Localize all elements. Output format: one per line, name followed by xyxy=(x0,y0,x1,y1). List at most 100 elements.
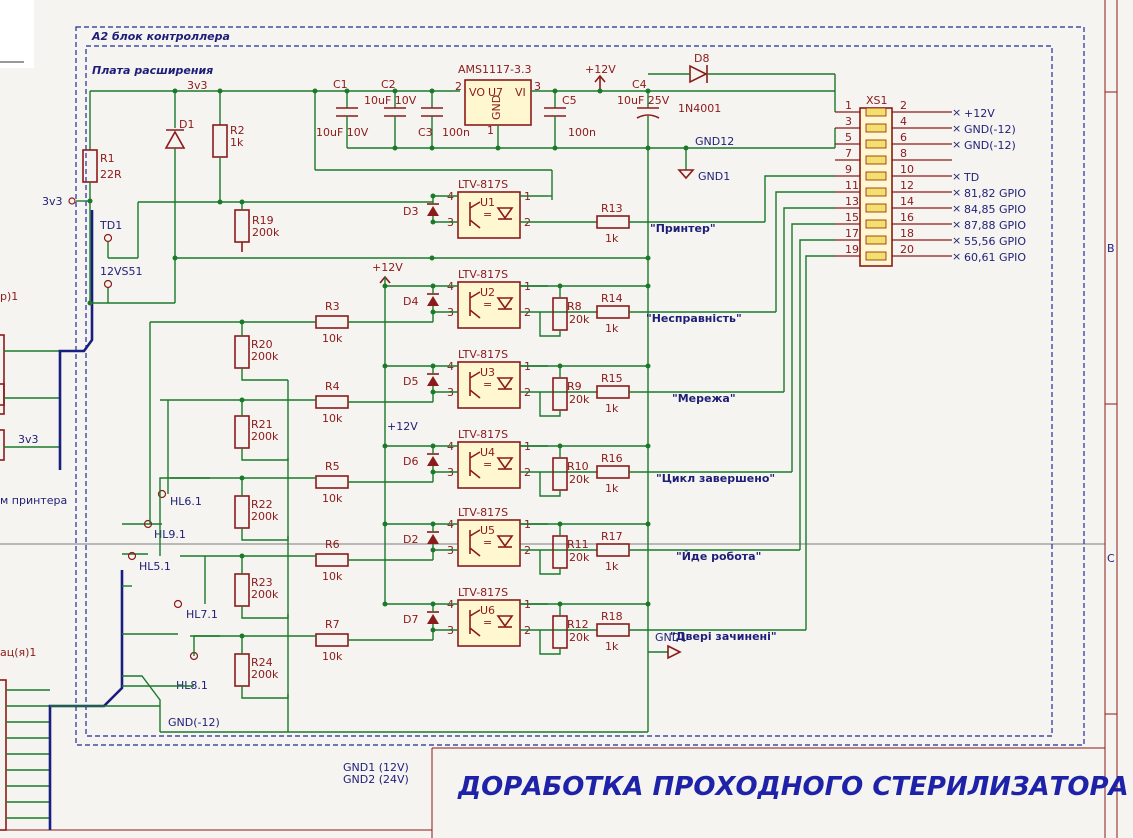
svg-text:C1: C1 xyxy=(333,78,348,91)
xs1-signal-label: +12V xyxy=(964,107,995,120)
opto-value: LTV-817S xyxy=(458,268,508,281)
no-connect-mark: × xyxy=(952,234,961,247)
opto-rpd-ref: R11 xyxy=(567,538,589,551)
opto-value: LTV-817S xyxy=(458,586,508,599)
block-frame-expansion xyxy=(85,45,1053,737)
opto-in-resistor xyxy=(315,315,349,329)
regulator-u7: AMS1117-3.3 VO U7 VI 2 3 1 GND xyxy=(455,63,835,148)
xs1-pin-left: 5 xyxy=(845,131,852,144)
svg-text:D1: D1 xyxy=(179,118,194,131)
testpoint-label: HL5.1 xyxy=(139,560,171,573)
opto-rout-val: 1k xyxy=(605,560,619,573)
xs1-pin-left: 7 xyxy=(845,147,852,160)
svg-text:+12V: +12V xyxy=(372,261,403,274)
svg-text:VI: VI xyxy=(515,86,526,99)
opto-out-resistor xyxy=(596,543,630,557)
opto-rin-val: 10k xyxy=(322,332,343,345)
capacitor-c5: C5 100n xyxy=(544,91,596,148)
no-connect-mark: × xyxy=(952,250,961,263)
xs1-pin-right: 10 xyxy=(900,163,914,176)
svg-text:TD1: TD1 xyxy=(99,219,122,232)
xs1-pin-right: 6 xyxy=(900,131,907,144)
opto-rpd-val: 20k xyxy=(569,631,590,644)
opto-diode: D3 xyxy=(403,205,418,218)
svg-text:=: = xyxy=(483,536,492,549)
opto-signal-label: "Несправність" xyxy=(646,312,742,325)
svg-text:100n: 100n xyxy=(568,126,596,139)
opto-diode: D7 xyxy=(403,613,418,626)
opto-signal-label: "Мережа" xyxy=(672,392,736,405)
pulldown-val: 200k xyxy=(251,588,279,601)
opto-body xyxy=(457,519,521,567)
xs1-pin-left: 19 xyxy=(845,243,859,256)
opto-in-resistor xyxy=(315,395,349,409)
subblock-title: Плата расширения xyxy=(92,64,213,77)
svg-text:2: 2 xyxy=(455,80,462,93)
title-block-text: ДОРАБОТКА ПРОХОДНОГО СТЕРИЛИЗАТОРА xyxy=(457,772,1129,802)
opto-rout-ref: R18 xyxy=(601,610,623,623)
gnd-note-1: GND1 (12V) xyxy=(343,761,409,774)
pulldown-ref: R20 xyxy=(251,338,273,351)
xs1-signal-label: GND(-12) xyxy=(964,139,1016,152)
capacitor-c3: C3 100n xyxy=(418,91,470,148)
opto-rpd-val: 20k xyxy=(569,473,590,486)
xs1-pin-left: 17 xyxy=(845,227,859,240)
xs1-signal-label: 81,82 GPIO xyxy=(964,187,1026,200)
opto-out-resistor xyxy=(596,465,630,479)
opto-rout-val: 1k xyxy=(605,232,619,245)
net-gnd12: GND12 GND1 xyxy=(347,128,836,183)
svg-text:1N4001: 1N4001 xyxy=(678,102,721,115)
testpoint: HL6.1 xyxy=(122,489,202,525)
no-connect-mark: × xyxy=(952,186,961,199)
pulldown-ref: R21 xyxy=(251,418,273,431)
xs1-pin-right: 20 xyxy=(900,243,914,256)
opto-rin-ref: R4 xyxy=(325,380,340,393)
opto-diode: D6 xyxy=(403,455,418,468)
opto-pd-resistor xyxy=(552,457,568,491)
svg-text:200k: 200k xyxy=(252,226,280,239)
opto-rpd-val: 20k xyxy=(569,551,590,564)
opto-ref: U2 xyxy=(480,286,495,299)
opto-pd-resistor xyxy=(552,297,568,331)
partial-label-3: 3v3 xyxy=(18,433,39,446)
opto-out-resistor xyxy=(596,623,630,637)
svg-text:R2: R2 xyxy=(230,124,245,137)
opto-signal-label: "Цикл завершено" xyxy=(656,472,775,485)
block-title: A2 блок контроллера xyxy=(91,30,230,43)
svg-text:12VS51: 12VS51 xyxy=(100,265,143,278)
opto-rout-ref: R13 xyxy=(601,202,623,215)
svg-text:1k: 1k xyxy=(230,136,244,149)
opto-diode: D2 xyxy=(403,533,418,546)
opto-value: LTV-817S xyxy=(458,428,508,441)
resistor-r1: R1 22R 3v3 xyxy=(42,149,122,305)
testpoint-label: HL7.1 xyxy=(186,608,218,621)
svg-text:XS1: XS1 xyxy=(866,94,888,107)
opto-rin-ref: R6 xyxy=(325,538,340,551)
opto-value: LTV-817S xyxy=(458,506,508,519)
opto-out-resistor xyxy=(596,385,630,399)
no-connect-mark: × xyxy=(952,122,961,135)
pulldown-val: 200k xyxy=(251,510,279,523)
partial-label-4: ац(я)1 xyxy=(0,646,36,659)
svg-text:D8: D8 xyxy=(694,52,709,65)
svg-text:C2: C2 xyxy=(381,78,396,91)
opto-rin-ref: R3 xyxy=(325,300,340,313)
testpoint-label: HL6.1 xyxy=(170,495,202,508)
svg-text:10uF 25V: 10uF 25V xyxy=(617,94,670,107)
opto-rout-ref: R17 xyxy=(601,530,623,543)
opto-rout-val: 1k xyxy=(605,640,619,653)
testpoint: HL9.1 xyxy=(122,519,186,555)
opto-ref: U1 xyxy=(480,196,495,209)
no-connect-mark: × xyxy=(952,106,961,119)
